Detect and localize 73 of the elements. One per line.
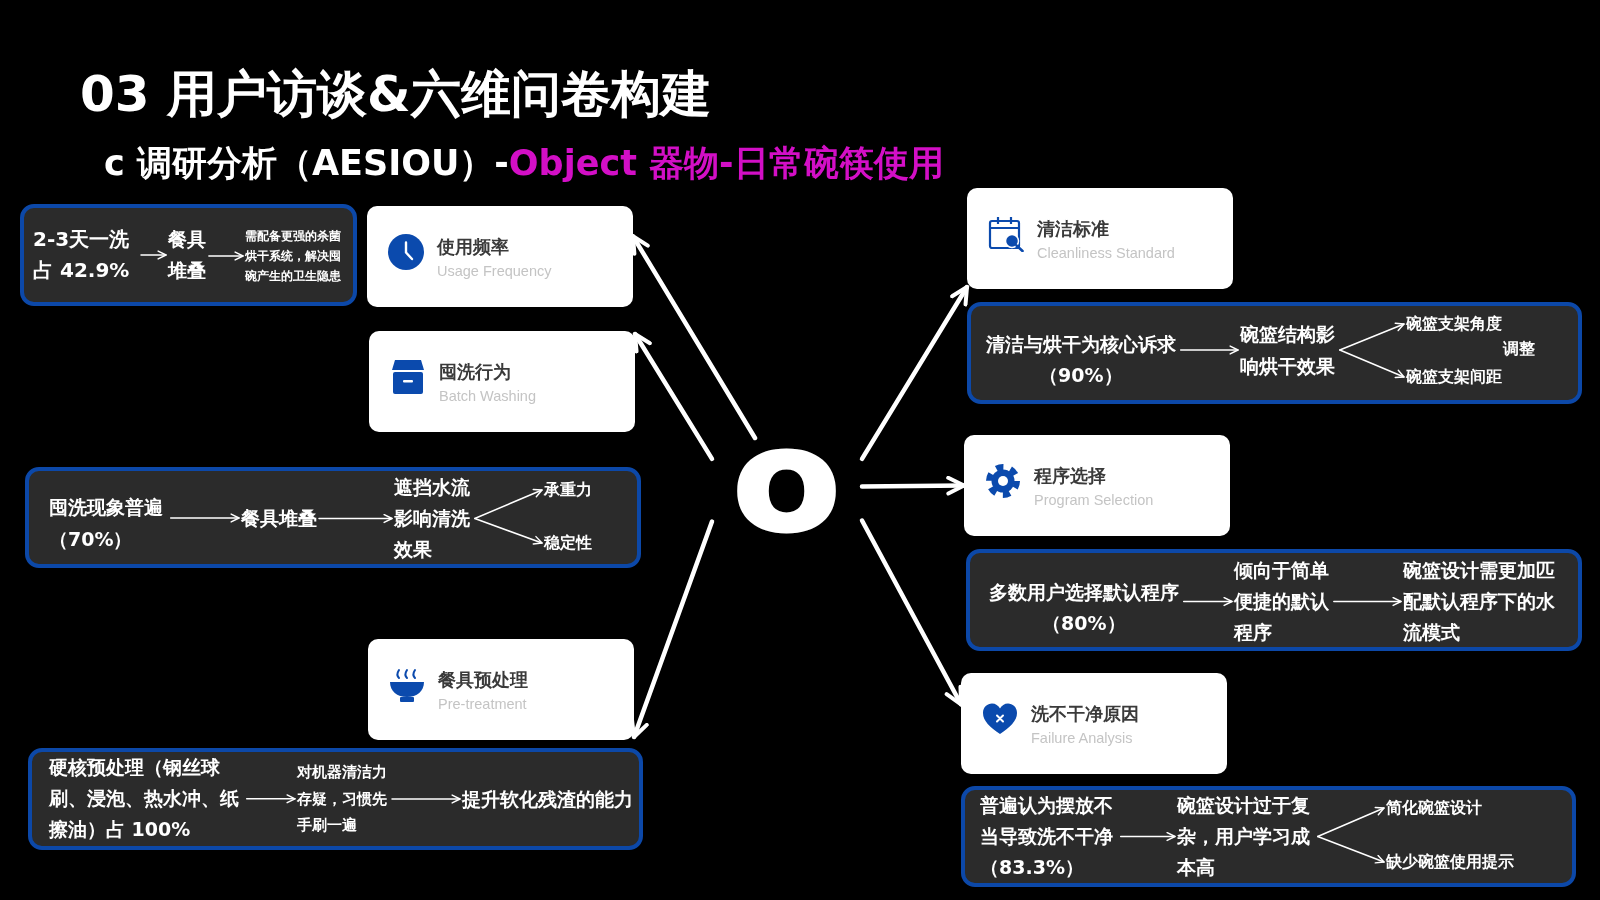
finding-text: 囤洗现象普遍（70%） — [49, 491, 169, 555]
card-title: 清洁标准 — [1037, 218, 1109, 241]
topic-card — [961, 673, 1227, 774]
finding-text: 硬核预处理（钢丝球刷、浸泡、热水冲、纸擦油）占 100% — [49, 752, 245, 845]
arrow — [318, 513, 393, 524]
topic-card — [367, 206, 633, 307]
topic-card — [369, 331, 635, 432]
card-subtitle: Failure Analysis — [1031, 729, 1133, 747]
finding-text: 遮挡水流影响清洗效果 — [394, 472, 473, 565]
arrow — [208, 251, 244, 261]
finding-text: 餐具堆叠 — [168, 224, 207, 286]
card-subtitle: Batch Washing — [439, 387, 536, 405]
slide-title: 03 用户访谈&六维问卷构建 — [80, 64, 711, 124]
finding-text: 碗篮设计过于复杂，用户学习成本高 — [1177, 790, 1316, 883]
arrow — [474, 517, 543, 545]
arrow — [245, 794, 296, 804]
finding-panel — [28, 748, 643, 850]
card-subtitle: Program Selection — [1034, 491, 1154, 509]
card-title: 洗不干净原因 — [1031, 703, 1139, 726]
hub-letter: O — [712, 438, 862, 548]
card-subtitle: Usage Frequency — [437, 262, 552, 280]
finding-text: 碗篮支架间距 — [1406, 367, 1502, 387]
finding-text: 普遍认为摆放不当导致洗不干净（83.3%） — [980, 790, 1119, 883]
arrow — [1333, 596, 1402, 607]
arrow — [391, 794, 461, 804]
arrow — [140, 250, 167, 260]
card-title: 囤洗行为 — [439, 361, 511, 384]
note-text: 调整 — [1503, 339, 1535, 359]
finding-text: 需配备更强的杀菌烘干系统，解决囤碗产生的卫生隐患 — [245, 226, 343, 286]
finding-text: 稳定性 — [544, 533, 592, 553]
finding-text: 清洁与烘干为核心诉求（90%） — [983, 329, 1179, 391]
arrow — [1182, 596, 1233, 607]
finding-text: 碗篮结构影响烘干效果 — [1240, 318, 1338, 382]
arrow — [169, 513, 240, 523]
finding-panel — [967, 302, 1582, 404]
finding-panel — [25, 467, 641, 568]
topic-card — [967, 188, 1233, 289]
arrow — [1119, 831, 1176, 842]
finding-text: 多数用户选择默认程序（80%） — [986, 577, 1182, 639]
arrow — [629, 519, 715, 740]
finding-text: 缺少碗篮使用提示 — [1386, 852, 1514, 872]
finding-text: 碗篮设计需更加匹配默认程序下的水流模式 — [1403, 555, 1558, 648]
arrow — [630, 234, 758, 441]
card-subtitle: Pre-treatment — [438, 695, 527, 713]
arrow — [859, 284, 970, 462]
card-title: 程序选择 — [1034, 465, 1106, 488]
card-title: 使用频率 — [437, 236, 509, 259]
arrow — [859, 475, 967, 496]
finding-panel — [20, 204, 357, 306]
arrow — [1316, 806, 1385, 838]
finding-text: 简化碗篮设计 — [1386, 798, 1482, 818]
arrow — [1339, 349, 1405, 379]
finding-text: 对机器清洁力存疑，习惯先手刷一遍 — [297, 759, 390, 839]
arrow — [632, 331, 715, 462]
finding-text: 承重力 — [544, 480, 592, 500]
card-subtitle: Cleanliness Standard — [1037, 244, 1175, 262]
finding-text: 碗篮支架角度 — [1406, 314, 1502, 334]
arrow — [1316, 835, 1385, 864]
arrow — [474, 488, 543, 520]
finding-text: 2-3天一洗占 42.9% — [33, 224, 139, 286]
finding-text: 餐具堆叠 — [241, 502, 317, 534]
subtitle-text: c 调研分析（AESIOU）- — [104, 142, 509, 185]
arrow — [1179, 345, 1239, 355]
topic-card — [368, 639, 634, 740]
finding-text: 倾向于简单便捷的默认程序 — [1234, 555, 1332, 648]
card-title: 餐具预处理 — [438, 669, 528, 692]
finding-panel — [961, 786, 1576, 887]
topic-card — [964, 435, 1230, 536]
arrow — [1339, 322, 1405, 351]
arrow — [859, 518, 964, 707]
finding-text: 提升软化残渣的能力 — [462, 783, 633, 815]
subtitle-highlight: Object 器物-日常碗筷使用 — [508, 142, 944, 185]
finding-panel — [966, 549, 1582, 651]
